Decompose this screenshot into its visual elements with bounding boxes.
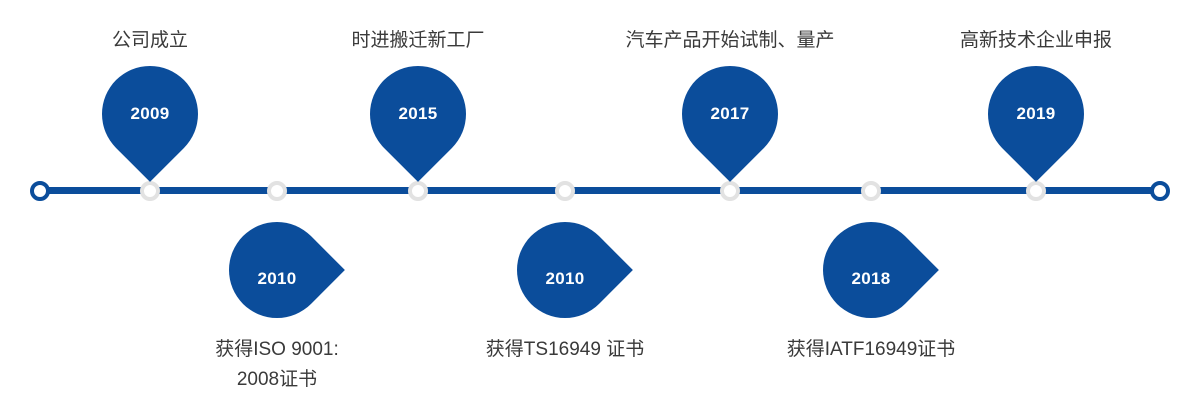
event-caption: 获得IATF16949证书: [786, 339, 956, 360]
timeline-node-4: [555, 181, 575, 201]
timeline-node-7: [1026, 181, 1046, 201]
event-caption: 汽车产品开始试制、量产: [625, 30, 835, 51]
timeline-endpoint-left: [30, 181, 50, 201]
pin-year-label: 2010: [257, 269, 297, 288]
timeline-node-2: [267, 181, 287, 201]
timeline-endpoint-right: [1150, 181, 1170, 201]
timeline-pin-2019-6[interactable]: 2019: [968, 46, 1104, 182]
timeline-pin-2009-0[interactable]: 2009: [82, 46, 218, 182]
timeline-node-3: [408, 181, 428, 201]
timeline-pin-2017-4[interactable]: 2017: [662, 46, 798, 182]
event-caption: 时进搬迁新工厂: [351, 30, 485, 51]
timeline-node-6: [861, 181, 881, 201]
pin-year-label: 2015: [398, 104, 438, 123]
event-caption: 高新技术企业申报: [959, 30, 1113, 51]
timeline-node-5: [720, 181, 740, 201]
timeline-pin-2018-5[interactable]: 2018: [803, 202, 939, 338]
timeline-pin-2010-3[interactable]: 2010: [497, 202, 633, 338]
timeline-pin-2010-1[interactable]: 2010: [209, 202, 345, 338]
timeline-node-1: [140, 181, 160, 201]
event-caption: 公司成立: [111, 30, 189, 51]
event-caption: 获得ISO 9001: 2008证书: [215, 339, 339, 390]
timeline-pin-2015-2[interactable]: 2015: [350, 46, 486, 182]
pin-year-label: 2018: [851, 269, 891, 288]
pin-year-label: 2010: [545, 269, 585, 288]
timeline-axis-line: [40, 187, 1160, 194]
pin-year-label: 2009: [130, 104, 170, 123]
event-caption: 获得TS16949 证书: [485, 339, 645, 360]
pin-year-label: 2019: [1016, 104, 1056, 123]
pin-year-label: 2017: [710, 104, 750, 123]
